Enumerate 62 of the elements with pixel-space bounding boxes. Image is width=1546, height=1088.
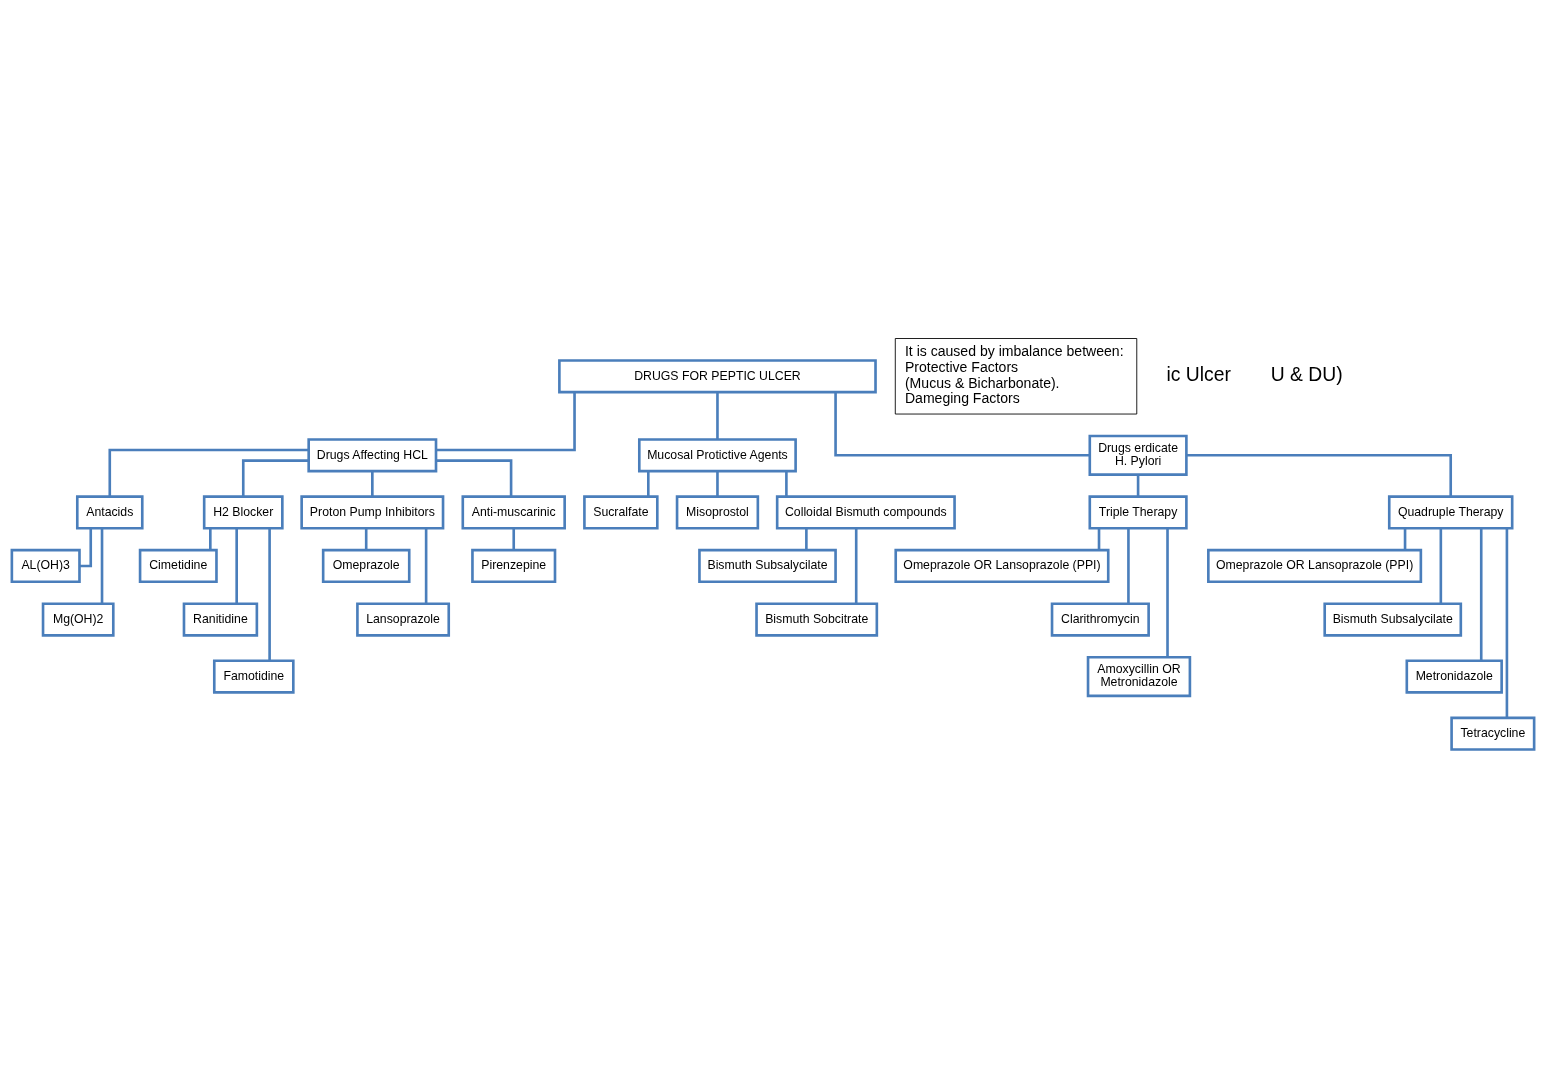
node-box: Sucralfate — [583, 495, 659, 530]
connector — [1097, 528, 1101, 550]
connector — [436, 459, 513, 497]
node-box: Amoxycillin OR Metronidazole — [1086, 655, 1192, 698]
node-box: Bismuth Subsalycilate — [1323, 602, 1463, 637]
node-box: Colloidal Bismuth compounds — [775, 495, 956, 530]
node-box: Antacids — [75, 495, 144, 530]
connector — [834, 392, 1090, 457]
connector — [854, 528, 858, 604]
connector — [647, 471, 650, 497]
connector — [79, 528, 93, 568]
node-box: Proton Pump Inhibitors — [300, 495, 445, 530]
node-box: Omeprazole OR Lansoprazole (PPI) — [894, 548, 1110, 584]
node-box: Mg(OH)2 — [41, 602, 115, 637]
connector — [1403, 528, 1407, 550]
connector — [1136, 474, 1140, 497]
node-box: DRUGS FOR PEPTIC ULCER — [558, 359, 877, 394]
node-box: Drugs erdicate H. Pylori — [1088, 434, 1188, 476]
node-box: Cimetidine — [138, 548, 218, 584]
connector — [716, 471, 719, 497]
node-box: Clarithromycin — [1050, 602, 1150, 637]
node-box: Metronidazole — [1405, 659, 1503, 694]
connector — [424, 528, 428, 604]
node-box: Ranitidine — [182, 602, 259, 637]
node-box: Pirenzepine — [471, 548, 557, 584]
node-box: Anti-muscarinic — [461, 495, 566, 530]
connector — [108, 448, 309, 497]
node-box: Omeprazole OR Lansoprazole (PPI) — [1207, 548, 1423, 584]
connector — [1479, 528, 1483, 661]
node-box: Mucosal Protictive Agents — [638, 438, 797, 473]
node-box: Quadruple Therapy — [1387, 495, 1514, 530]
node-box: Lansoprazole — [356, 602, 451, 637]
node-box: AL(OH)3 — [10, 548, 81, 584]
label: ic Ulcer — [1166, 364, 1231, 386]
connector — [512, 528, 516, 550]
connector — [716, 392, 719, 440]
node-box: H2 Blocker — [202, 495, 284, 530]
connector — [805, 528, 808, 550]
connector — [241, 459, 309, 497]
connector — [364, 528, 368, 550]
label: U & DU) — [1270, 364, 1343, 386]
connector — [1166, 528, 1169, 658]
connector — [100, 528, 104, 604]
connector — [1439, 528, 1443, 604]
node-box: Misoprostol — [675, 495, 760, 530]
node-box: It is caused by imbalance between: Protective Factors (Mucus & Bicharbonate). Dameging Factors — [894, 338, 1138, 415]
connector — [436, 392, 576, 452]
connector — [1127, 528, 1130, 604]
connector — [785, 471, 788, 497]
connector — [209, 528, 212, 550]
node-box: Bismuth Sobcitrate — [755, 602, 879, 637]
node-box: Omeprazole — [321, 548, 411, 584]
node-box: Famotidine — [212, 659, 295, 694]
connector — [235, 528, 238, 604]
connector — [1186, 454, 1453, 497]
node-box: Drugs Affecting HCL — [307, 438, 438, 473]
connector — [371, 471, 374, 497]
connector — [268, 528, 271, 661]
node-box: Bismuth Subsalycilate — [698, 548, 837, 584]
node-box: Tetracycline — [1450, 716, 1536, 751]
connector — [1505, 528, 1509, 718]
node-box: Triple Therapy — [1088, 495, 1188, 530]
